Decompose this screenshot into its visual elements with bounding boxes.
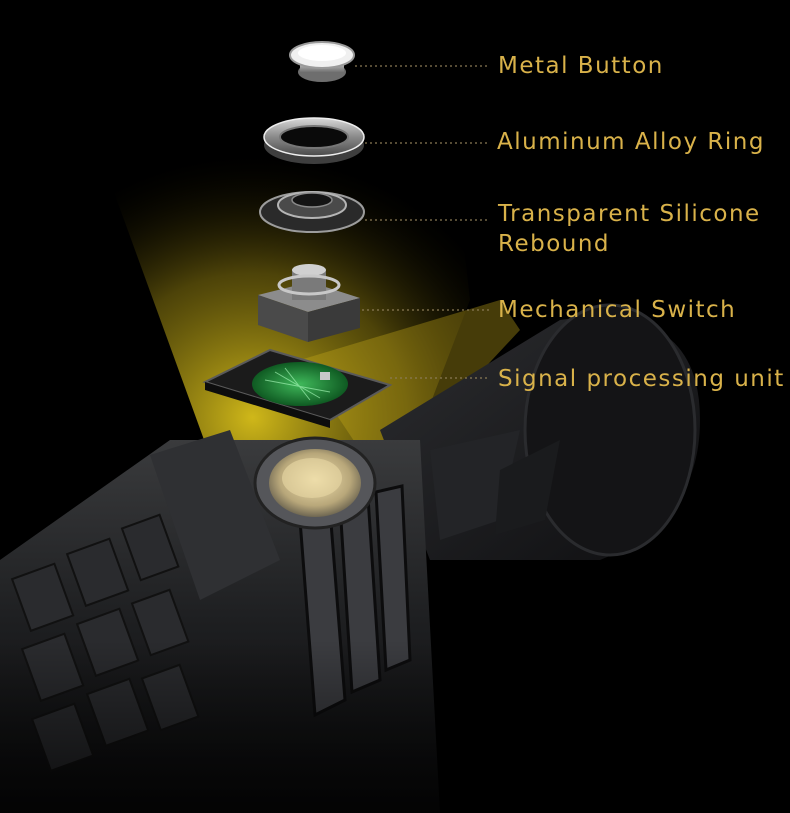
label-aluminum-alloy-ring: Aluminum Alloy Ring — [497, 127, 765, 157]
aluminum-alloy-ring-part — [264, 118, 364, 164]
label-silicone-line2: Rebound — [498, 229, 761, 259]
pcb-circuit — [252, 362, 348, 406]
label-transparent-silicone-rebound: Transparent Silicone Rebound — [498, 199, 761, 259]
label-signal-processing-unit: Signal processing unit — [498, 364, 785, 394]
transparent-silicone-rebound-part — [260, 192, 364, 232]
bottom-fade — [0, 640, 790, 813]
metal-button-part — [290, 42, 354, 82]
label-mechanical-switch: Mechanical Switch — [498, 295, 736, 325]
label-metal-button: Metal Button — [498, 51, 664, 81]
label-silicone-line1: Transparent Silicone — [498, 199, 761, 229]
